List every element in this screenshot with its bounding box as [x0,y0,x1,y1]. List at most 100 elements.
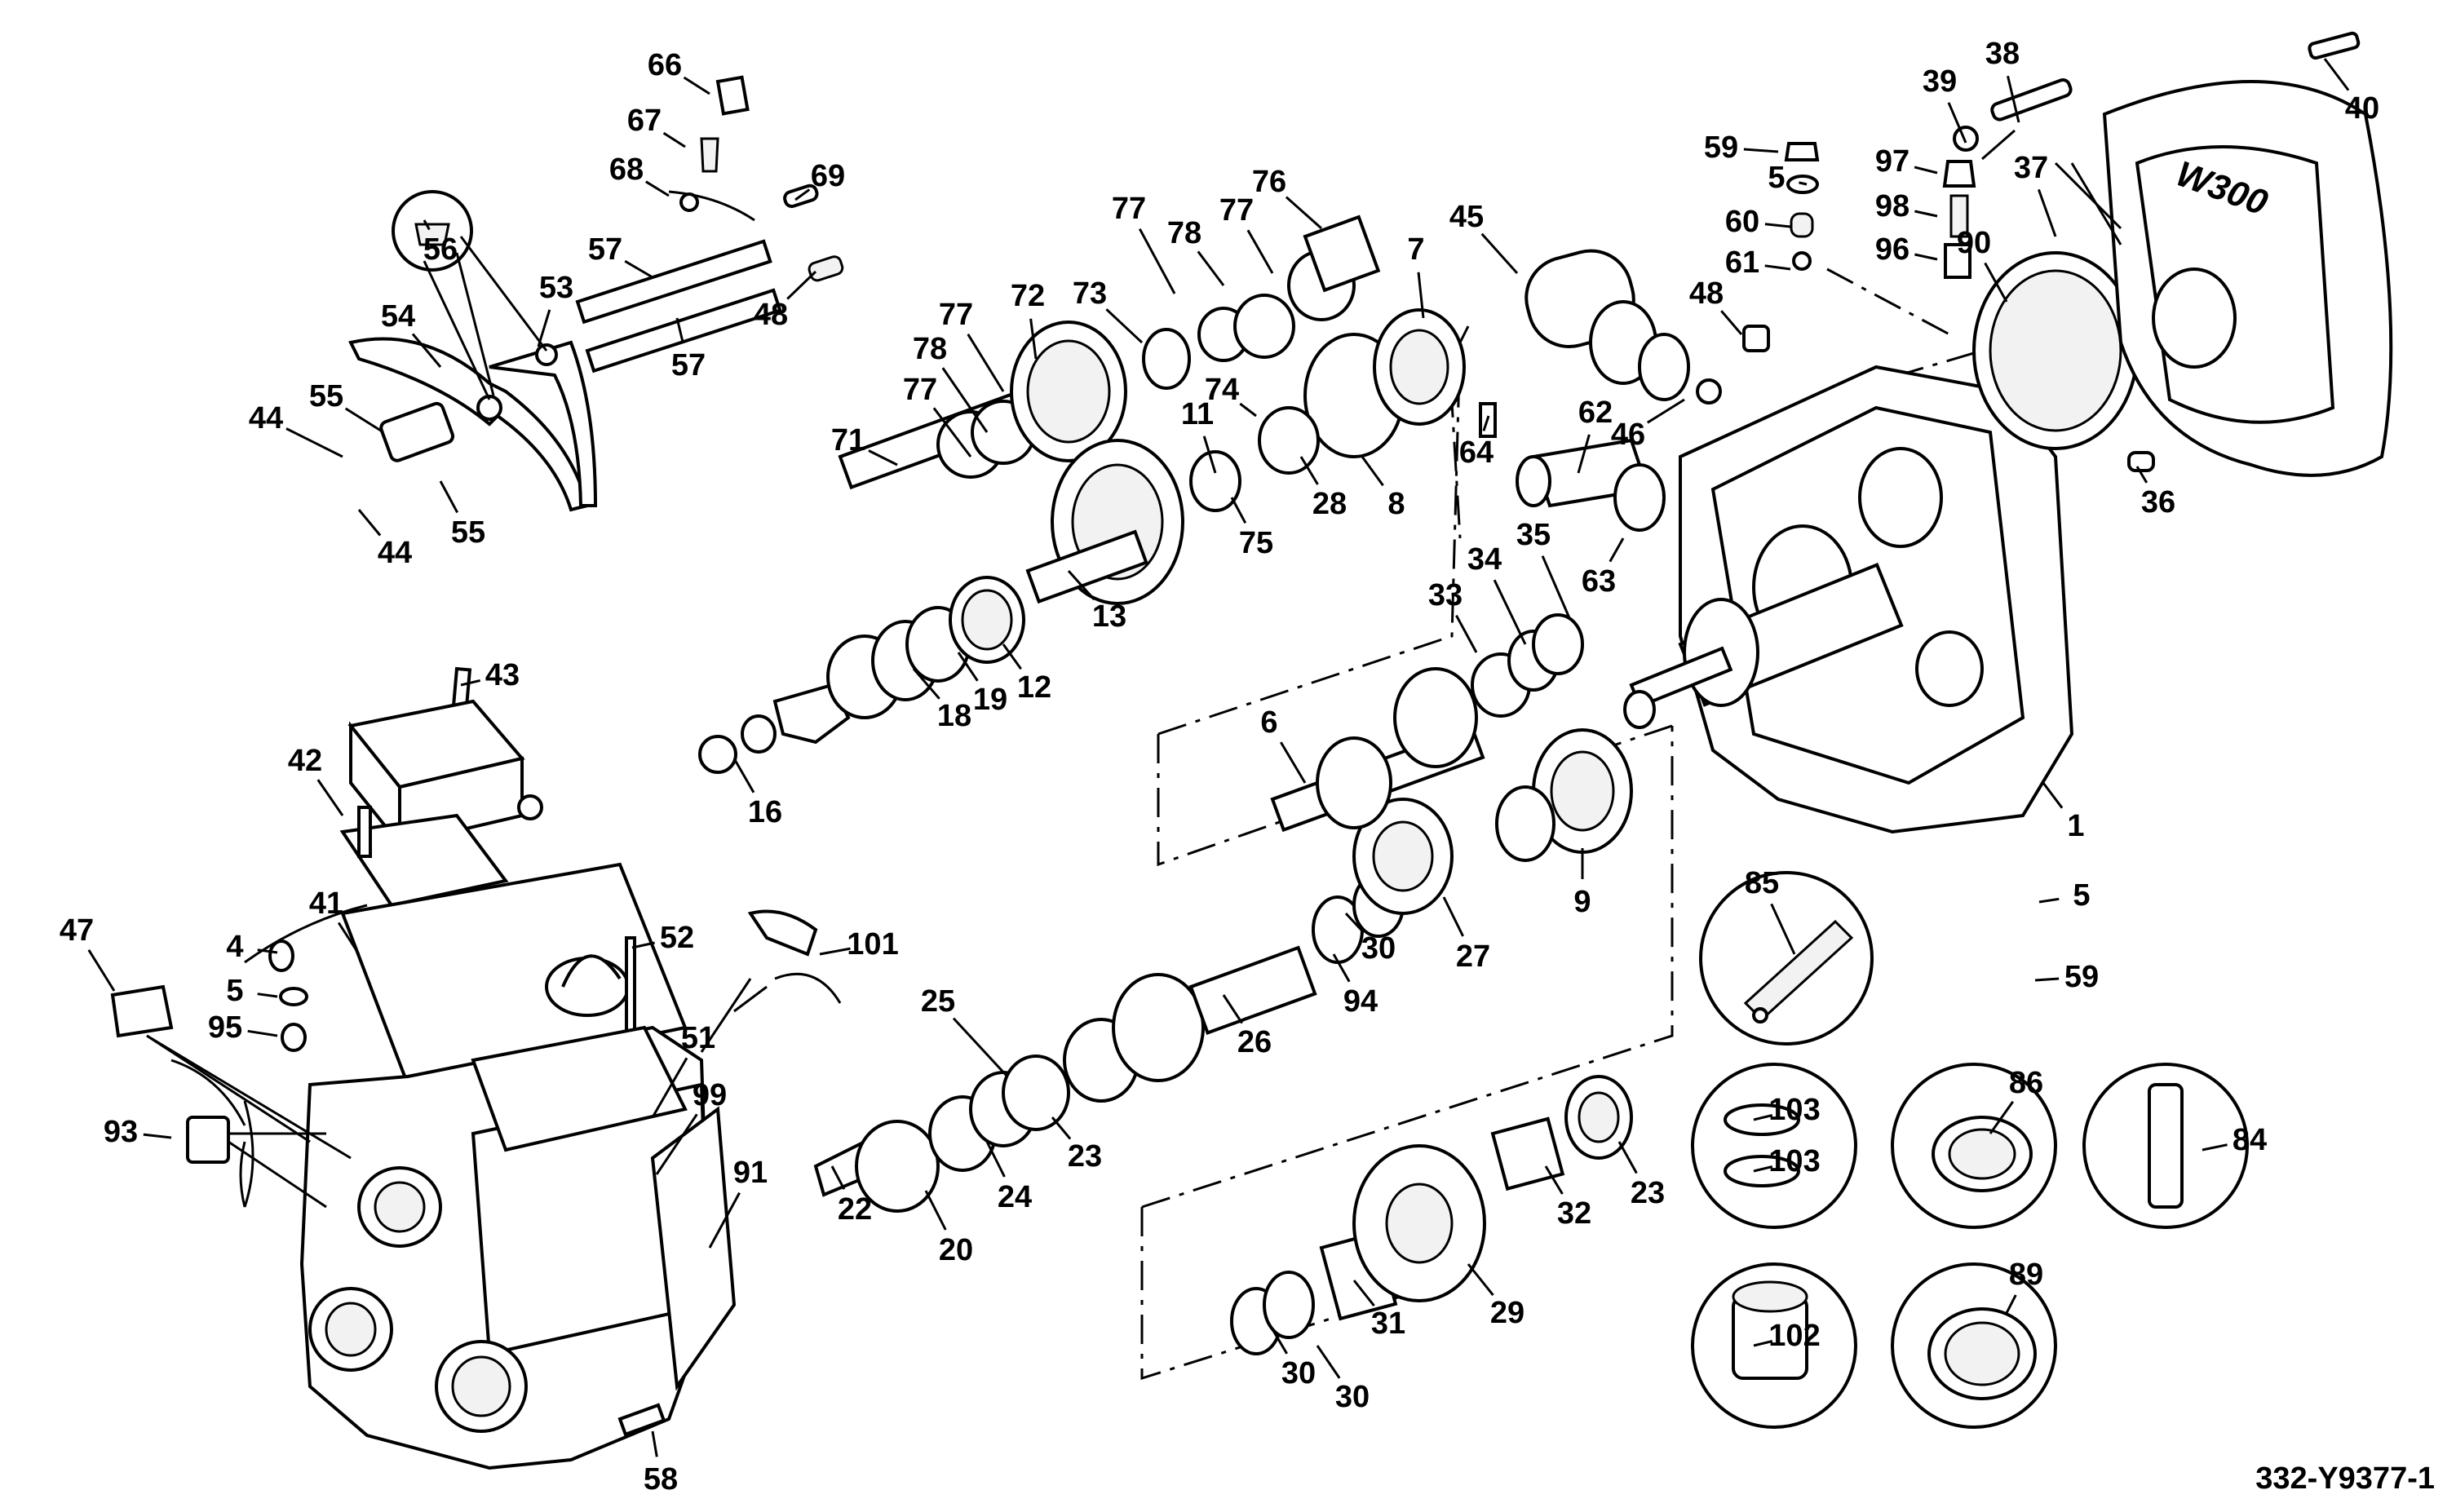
part-label-l71: 71 [831,423,898,466]
leader-line [624,259,653,279]
part-number: 6 [1260,705,1277,740]
part-label-l36: 36 [2135,466,2175,519]
part-label-l40: 40 [2323,58,2379,126]
part-number: 75 [1239,526,1273,560]
leader-line [2135,466,2148,484]
part-number: 96 [1875,232,1909,267]
part-label-l46: 46 [1611,398,1685,452]
part-number: 48 [1689,276,1724,311]
part-label-l34: 34 [1467,542,1527,645]
part-label-l69: 69 [794,159,845,201]
part-number: 103 [1768,1093,1820,1127]
part-label-l62: 62 [1577,396,1613,474]
leader-line [941,367,989,433]
part-label-l5a: 5 [1768,161,1808,195]
part-number: 35 [1516,518,1551,552]
part-number: 90 [1957,226,1991,260]
leader-line [460,679,481,687]
part-number: 59 [2064,960,2099,994]
part-number: 5 [226,974,243,1008]
part-number: 46 [1611,418,1645,452]
part-label-l7: 7 [1407,232,1425,319]
leader-line [651,1430,658,1457]
part-number: 9 [1573,885,1591,919]
part-number: 77 [939,298,973,332]
part-label-l93: 93 [104,1115,172,1149]
right-top-parts [1479,31,2393,532]
part-number: 55 [309,379,343,413]
part-label-l44a: 44 [249,401,343,458]
part-number: 39 [1923,64,1957,99]
part-number: 52 [660,921,694,955]
part-number: 69 [811,159,845,193]
part-label-l76: 76 [1252,165,1322,230]
leader-line [631,941,655,949]
leader-line [1753,1340,1773,1347]
part-number: 48 [754,298,788,332]
leader-line [708,1191,741,1249]
part-label-l6: 6 [1260,705,1307,784]
part-number: 43 [485,658,520,692]
leader-line [1138,228,1176,294]
part-label-l9: 9 [1573,848,1591,919]
figure-code: 332-Y9377-1 [2255,1461,2435,1496]
part-number: 33 [1428,578,1463,612]
leader-line [645,180,670,197]
leader-line [2005,1294,2017,1314]
part-number: 77 [1219,193,1254,228]
leader-line [2323,58,2350,91]
part-label-l51: 51 [651,1021,715,1118]
leader-line [1764,264,1791,271]
part-number: 44 [249,401,283,435]
leader-line [924,1190,947,1231]
leader-line [1299,456,1319,485]
part-label-l53: 53 [537,271,573,347]
part-number: 97 [1875,144,1909,179]
leader-line [2037,188,2057,237]
part-number: 5 [1768,161,1785,195]
part-number: 76 [1252,165,1286,199]
part-label-l27: 27 [1442,896,1490,974]
part-label-l39: 39 [1923,64,1967,144]
part-number: 7 [1407,232,1424,267]
part-label-l43: 43 [460,658,520,692]
part-number: 99 [693,1078,727,1112]
part-label-l38: 38 [1985,37,2020,123]
leader-line [786,270,817,300]
part-number: 11 [1181,397,1214,431]
part-label-l55b: 55 [439,480,485,550]
part-label-l12: 12 [1002,643,1051,705]
part-number: 45 [1449,200,1484,234]
part-number: 25 [921,984,955,1019]
leader-line [662,131,686,148]
lower-middle-shaft-group [813,613,1633,1213]
leader-line [537,309,551,347]
part-number: 72 [1011,279,1045,313]
leader-line [316,779,344,816]
part-label-l99: 99 [655,1078,727,1175]
leader-line [1352,1280,1375,1307]
part-number: 73 [1073,276,1107,311]
leader-line [247,1029,278,1037]
part-number: 67 [627,104,662,138]
part-number: 13 [1092,599,1126,634]
part-number: 27 [1456,939,1490,974]
part-label-l85: 85 [1745,866,1796,955]
part-number: 28 [1312,487,1347,521]
part-number: 26 [1237,1025,1272,1059]
leader-line [1029,318,1038,360]
part-label-l19: 19 [957,652,1007,717]
part-label-l48b: 48 [1689,276,1743,335]
part-number: 34 [1467,542,1502,577]
part-label-l1: 1 [2042,782,2085,843]
leader-line [143,1133,172,1139]
part-label-l35: 35 [1516,518,1572,621]
part-number: 93 [104,1115,138,1149]
leader-line [2034,977,2060,982]
part-number: 101 [847,927,898,962]
part-label-l103a: 103 [1753,1093,1821,1127]
part-number: 4 [226,930,243,964]
leader-line [1285,196,1322,230]
leader-line [411,333,442,368]
part-label-l86: 86 [1989,1066,2043,1134]
